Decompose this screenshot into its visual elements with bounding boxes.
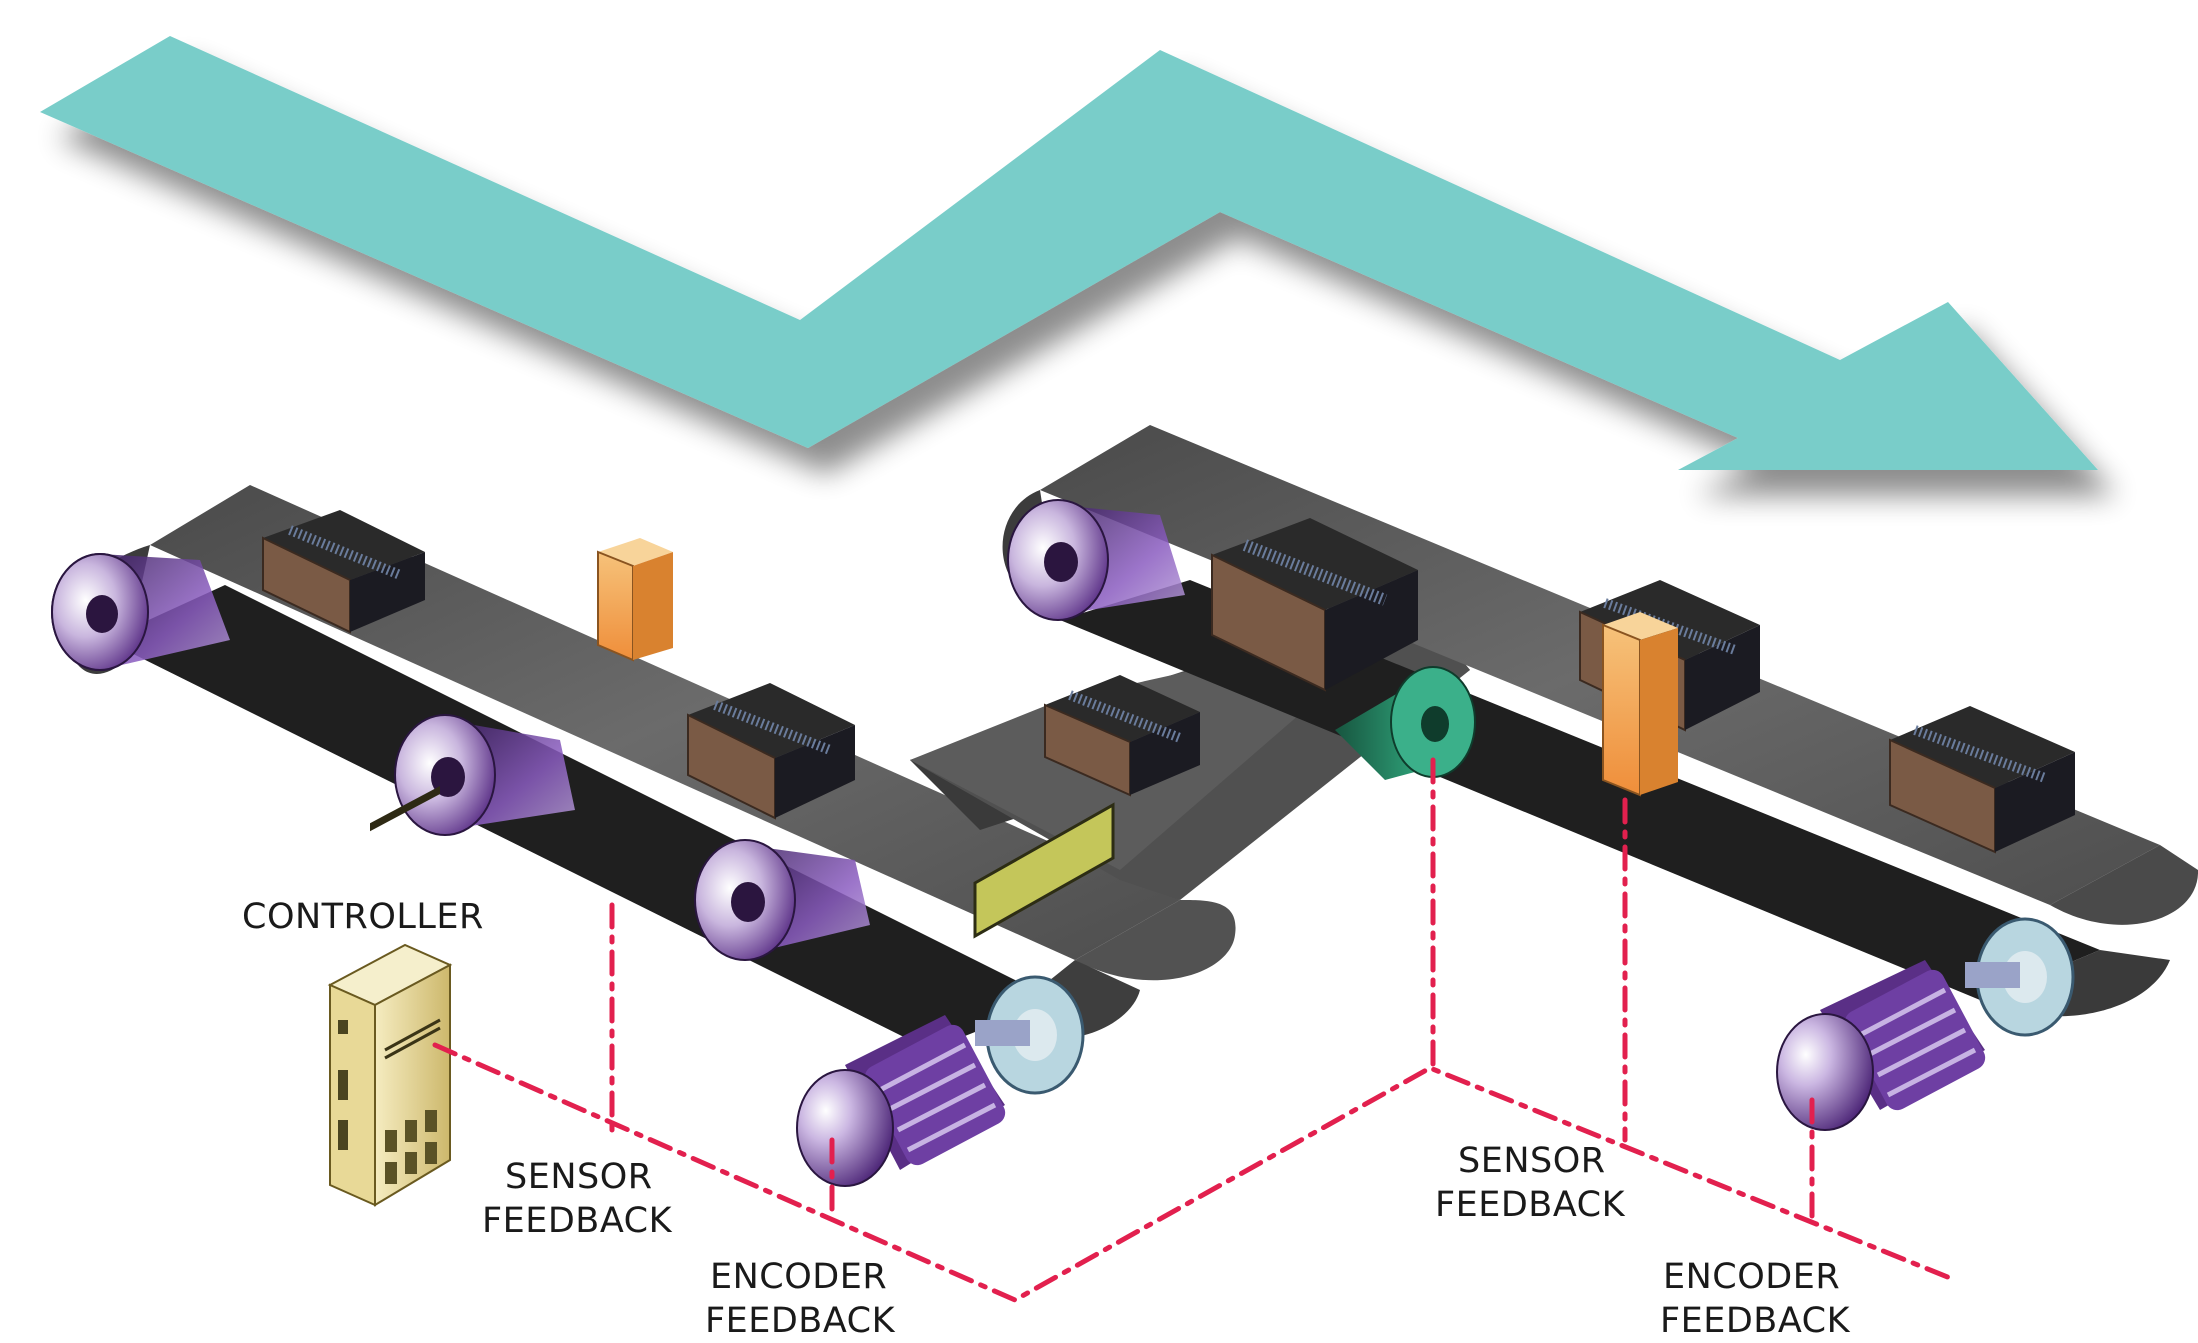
package-box-icon <box>262 510 425 634</box>
roller-icon <box>394 714 575 836</box>
sensor-feedback-left-label-line2: FEEDBACK <box>482 1201 673 1241</box>
diverter-gate-icon <box>973 802 1115 939</box>
encoder-feedback-right-label-line1: ENCODER <box>1663 1257 1840 1297</box>
sensor-feedback-right-label-line1: SENSOR <box>1458 1141 1606 1181</box>
flow-arrow <box>40 36 2098 470</box>
encoder-feedback-left-label-line2: FEEDBACK <box>705 1301 896 1341</box>
motor-icon <box>1776 917 2075 1131</box>
roller-icon <box>1007 499 1185 621</box>
package-box-icon <box>1044 675 1200 797</box>
photo-sensor-icon <box>1602 612 1678 797</box>
controller-cabinet-icon <box>327 786 453 1207</box>
package-box-icon <box>1211 518 1418 692</box>
feedback-lines <box>432 757 1958 1303</box>
controller-label: CONTROLLER <box>242 897 484 937</box>
motor-icon <box>796 975 1085 1187</box>
roller-icon <box>51 553 230 671</box>
sensor-feedback-right-label-line2: FEEDBACK <box>1435 1185 1626 1225</box>
package-box-icon <box>687 683 855 820</box>
package-box-icon <box>1889 706 2075 854</box>
photo-sensor-icon <box>597 538 673 662</box>
roller-icon <box>694 839 870 961</box>
sensor-feedback-left-label-line1: SENSOR <box>505 1157 653 1197</box>
encoder-feedback-right-label-line2: FEEDBACK <box>1660 1301 1851 1341</box>
encoder-feedback-left-label-line1: ENCODER <box>710 1257 887 1297</box>
